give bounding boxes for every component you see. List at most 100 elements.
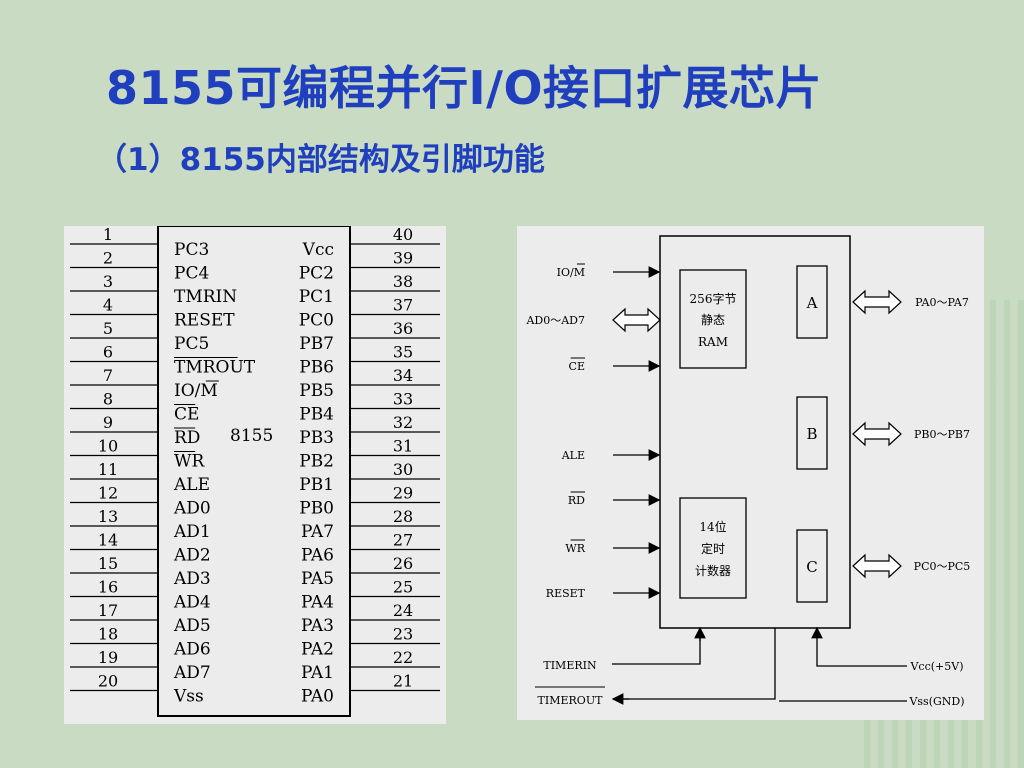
- port-c-block: [796, 529, 828, 603]
- input-label: ALE: [561, 449, 585, 462]
- right-pin-name: PB0: [299, 499, 334, 519]
- input-label: IO/M: [557, 266, 585, 279]
- output-bus-arrow: [852, 553, 902, 579]
- left-pin-number: 11: [98, 460, 118, 479]
- output-bus-arrow: [852, 289, 902, 315]
- right-pin-name: PC1: [299, 287, 334, 307]
- left-pin-name: AD7: [173, 663, 211, 683]
- port-a-label: A: [806, 294, 818, 312]
- right-pin-name: PA2: [301, 640, 334, 660]
- chip-box: [659, 235, 851, 629]
- right-pin-number: 26: [393, 554, 413, 573]
- right-pin-number: 24: [393, 601, 413, 620]
- right-pin-number: 33: [393, 390, 413, 409]
- left-pin-name: AD2: [173, 546, 211, 566]
- left-pin-number: 4: [103, 296, 113, 315]
- left-pin-name: TMRIN: [174, 287, 237, 307]
- left-pin-name: AD1: [173, 522, 211, 542]
- input-label: WR: [565, 542, 585, 555]
- left-pin-name: AD6: [173, 640, 211, 660]
- left-pin-name: AD0: [173, 499, 211, 519]
- left-pin-number: 19: [98, 648, 118, 667]
- left-pin-number: 16: [98, 578, 118, 597]
- right-pin-name: Vcc: [302, 240, 334, 260]
- chip-label: 8155: [230, 426, 273, 446]
- right-pin-number: 29: [393, 484, 413, 503]
- right-pin-name: PB4: [299, 405, 334, 425]
- left-pin-name: AD4: [173, 593, 211, 613]
- ram-label-line1: 256字节: [690, 291, 737, 306]
- right-pin-number: 23: [393, 625, 413, 644]
- right-pin-number: 25: [393, 578, 413, 597]
- right-pin-number: 31: [393, 437, 413, 456]
- left-pin-number: 13: [98, 507, 118, 526]
- left-pin-name: IO/M: [174, 381, 218, 401]
- bus-arrow: [612, 307, 661, 333]
- port-a-block: [796, 265, 828, 339]
- right-pin-name: PA3: [301, 616, 334, 636]
- right-pin-name: PB6: [299, 358, 334, 378]
- left-pin-number: 18: [98, 625, 118, 644]
- port-b-label: B: [806, 425, 817, 443]
- right-pin-number: 21: [393, 672, 413, 691]
- right-pin-name: PB3: [299, 428, 334, 448]
- right-pin-name: PB7: [299, 334, 334, 354]
- right-pin-number: 36: [393, 319, 413, 338]
- right-pin-name: PC0: [299, 311, 334, 331]
- left-pin-name: RD: [174, 428, 200, 448]
- timerin-line: [612, 628, 701, 665]
- input-label: RESET: [546, 587, 586, 600]
- timer-label-line3: 计数器: [695, 563, 731, 578]
- left-pin-name: RESET: [174, 311, 235, 331]
- left-pin-number: 2: [103, 249, 113, 268]
- left-pin-number: 17: [98, 601, 118, 620]
- left-pin-number: 9: [103, 413, 113, 432]
- right-pin-name: PA4: [301, 593, 334, 613]
- right-pin-number: 40: [393, 226, 413, 244]
- left-pin-number: 6: [103, 343, 113, 362]
- left-pin-name: AD3: [173, 569, 211, 589]
- right-pin-number: 38: [393, 272, 413, 291]
- vcc-label: Vcc(+5V): [909, 660, 963, 673]
- right-pin-name: PA5: [301, 569, 334, 589]
- left-pin-number: 14: [98, 531, 118, 550]
- left-pin-name: CE: [174, 405, 199, 425]
- left-pin-number: 1: [103, 226, 113, 244]
- right-pin-name: PA7: [301, 522, 334, 542]
- left-pin-number: 15: [98, 554, 118, 573]
- chip-body: [157, 225, 351, 717]
- vcc-line: [816, 628, 907, 667]
- left-pin-name: Vss: [173, 687, 204, 707]
- left-pin-name: PC5: [174, 334, 209, 354]
- left-pin-name: ALE: [173, 475, 210, 495]
- right-pin-number: 39: [393, 249, 413, 268]
- right-pin-number: 35: [393, 343, 413, 362]
- right-pin-number: 30: [393, 460, 413, 479]
- ram-label-line3: RAM: [698, 335, 728, 349]
- output-label: PA0～PA7: [915, 296, 969, 309]
- port-c-label: C: [806, 558, 817, 576]
- right-pin-number: 28: [393, 507, 413, 526]
- output-label: PC0～PC5: [914, 560, 971, 573]
- input-label: RD: [568, 494, 585, 507]
- left-pin-number: 20: [98, 672, 118, 691]
- input-label: CE: [569, 360, 585, 373]
- right-pin-number: 32: [393, 413, 413, 432]
- ram-block: [679, 269, 747, 369]
- left-pin-number: 8: [103, 390, 113, 409]
- right-pin-name: PB1: [299, 475, 334, 495]
- right-pin-name: PA6: [301, 546, 334, 566]
- right-pin-name: PC2: [299, 264, 334, 284]
- right-pin-name: PA0: [301, 687, 334, 707]
- left-pin-number: 3: [103, 272, 113, 291]
- right-pin-name: PA1: [301, 663, 334, 683]
- output-bus-arrow: [852, 421, 902, 447]
- timer-label-line1: 14位: [699, 519, 726, 534]
- output-label: PB0～PB7: [914, 428, 970, 441]
- timerin-label: TIMERIN: [543, 659, 597, 672]
- right-pin-number: 34: [393, 366, 413, 385]
- timerout-line: [619, 628, 776, 700]
- right-pin-name: PB2: [299, 452, 334, 472]
